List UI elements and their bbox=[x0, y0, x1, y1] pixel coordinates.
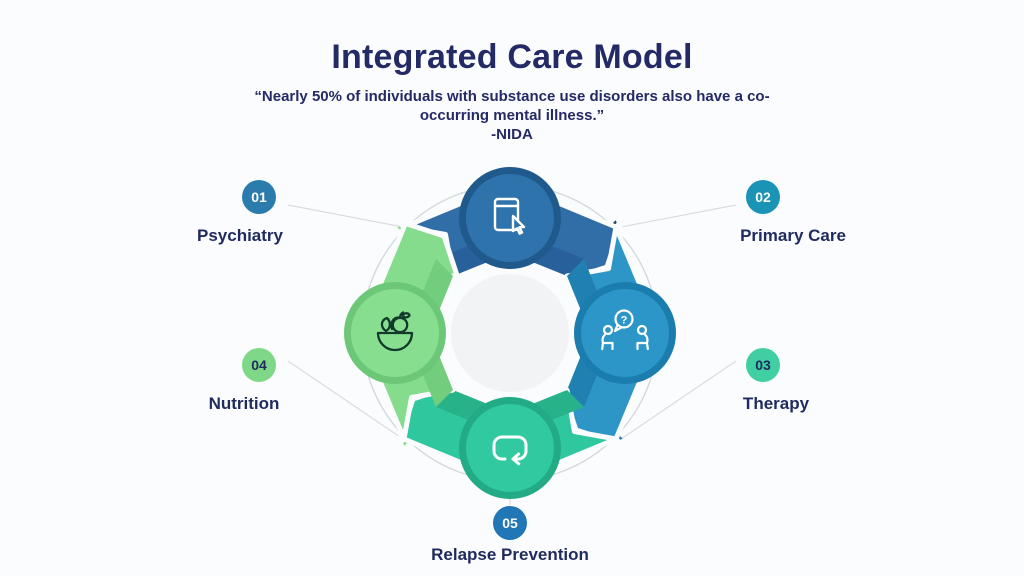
badge-05-number: 05 bbox=[502, 515, 518, 531]
badge-01: 01 bbox=[242, 180, 276, 214]
badge-03: 03 bbox=[746, 348, 780, 382]
label-psychiatry: Psychiatry bbox=[197, 226, 283, 245]
quote-attribution: -NIDA bbox=[491, 126, 533, 143]
quote-block: “Nearly 50% of individuals with substanc… bbox=[0, 87, 1024, 144]
fruit-bowl-icon bbox=[376, 311, 414, 352]
badge-05: 05 bbox=[493, 506, 527, 540]
badge-04-number: 04 bbox=[251, 357, 267, 373]
question-mark-glyph: ? bbox=[621, 315, 628, 327]
label-relapse-prevention: Relapse Prevention bbox=[431, 545, 589, 564]
label-nutrition: Nutrition bbox=[208, 394, 280, 413]
connector-bottom-left bbox=[287, 360, 404, 440]
badge-02-number: 02 bbox=[755, 189, 771, 205]
tablet-cursor-icon bbox=[493, 197, 526, 235]
badge-02: 02 bbox=[746, 180, 780, 214]
quote-line-1: “Nearly 50% of individuals with substanc… bbox=[254, 88, 770, 105]
connector-top-left bbox=[287, 204, 404, 228]
label-primary-care: Primary Care bbox=[740, 226, 846, 245]
page-title: Integrated Care Model bbox=[331, 38, 693, 76]
center-disc bbox=[447, 270, 573, 396]
node-bottom bbox=[459, 397, 561, 499]
repeat-arrow-icon bbox=[492, 435, 528, 466]
label-therapy: Therapy bbox=[742, 394, 810, 413]
badge-04: 04 bbox=[242, 348, 276, 382]
quote-line-2: occurring mental illness.” bbox=[419, 107, 605, 124]
connector-top-right bbox=[620, 204, 737, 228]
badge-01-number: 01 bbox=[251, 189, 267, 205]
counseling-icon: ? bbox=[601, 309, 649, 351]
node-left bbox=[344, 282, 446, 384]
node-top bbox=[459, 167, 561, 269]
connector-bottom-right bbox=[620, 360, 737, 440]
badge-03-number: 03 bbox=[755, 357, 771, 373]
node-right: ? bbox=[574, 282, 676, 384]
